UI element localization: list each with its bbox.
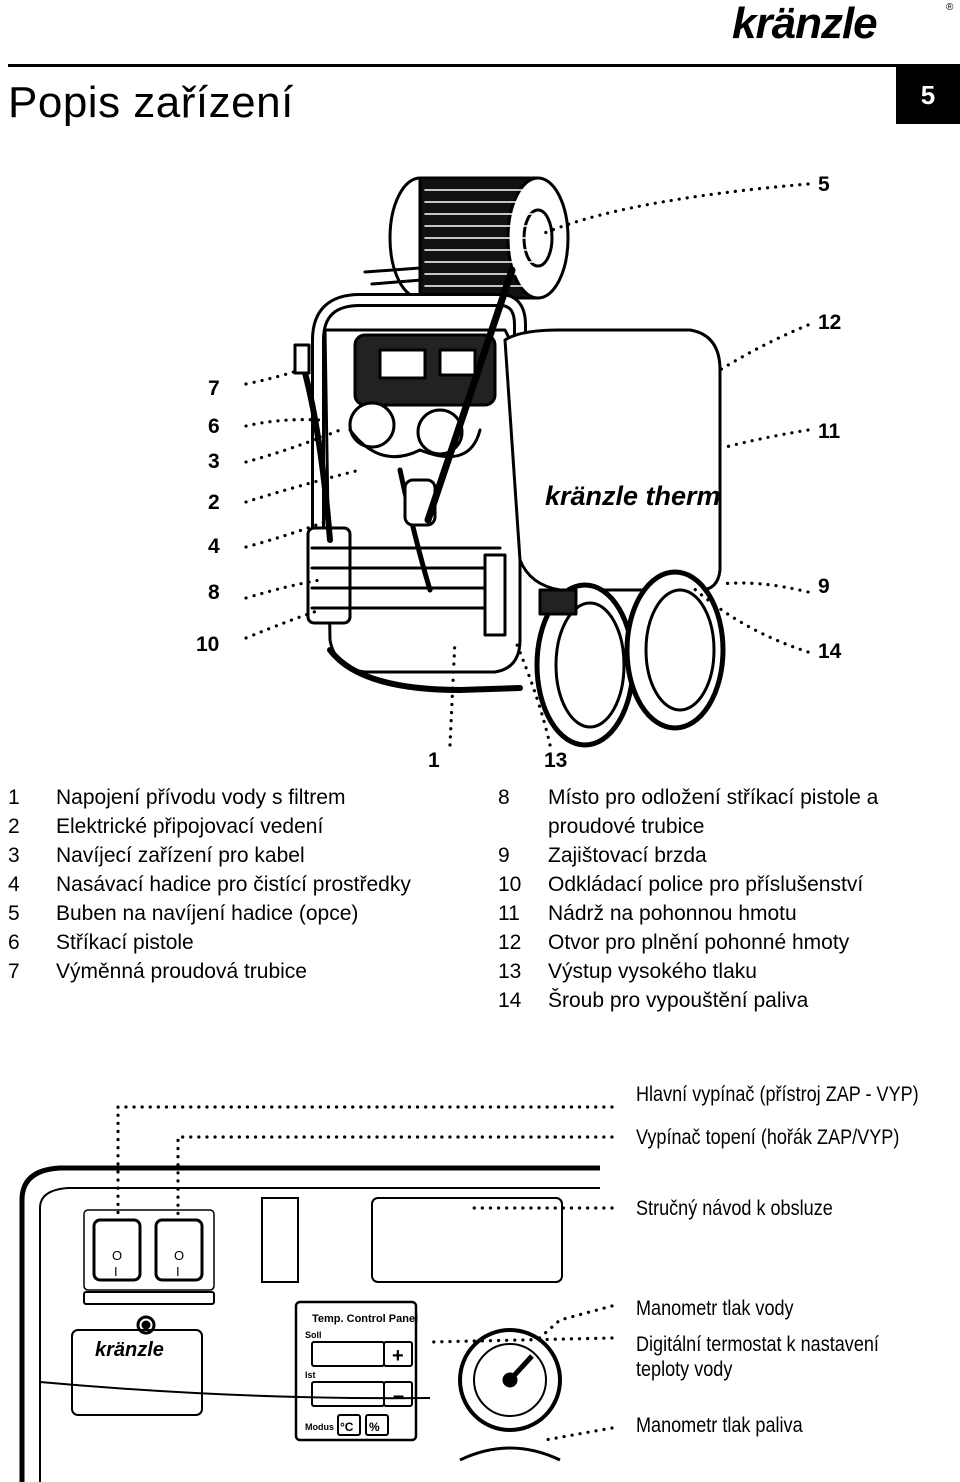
callout-4: 4 xyxy=(208,535,220,558)
callout-1: 1 xyxy=(428,749,440,772)
chapter-badge: 5 xyxy=(896,66,960,124)
panel-leaders xyxy=(116,1105,614,1442)
callout-10: 10 xyxy=(196,633,220,656)
control-panel-percent: % xyxy=(369,1420,380,1434)
control-panel-ist: Ist xyxy=(305,1370,316,1380)
control-panel-header: Temp. Control Panel xyxy=(312,1313,418,1325)
callout-leaders xyxy=(244,182,810,747)
label-burner-switch: Vypínač topení (hořák ZAP/VYP) xyxy=(636,1126,900,1149)
svg-text:®: ® xyxy=(946,2,954,13)
callout-3: 3 xyxy=(208,450,220,473)
label-quick-guide: Stručný návod k obsluze xyxy=(636,1197,833,1220)
burner-switch-on-mark: O xyxy=(174,1248,184,1263)
main-switch-on-mark: O xyxy=(112,1248,122,1263)
header-rule xyxy=(8,64,960,67)
callout-13: 13 xyxy=(544,749,568,772)
label-thermostat: Digitální termostat k nastavení teploty … xyxy=(636,1333,879,1382)
control-panel-celsius: °C xyxy=(340,1420,354,1434)
label-main-switch: Hlavní vypínač (přístroj ZAP - VYP) xyxy=(636,1083,919,1106)
page-title: Popis zařízení xyxy=(8,78,294,127)
callout-12: 12 xyxy=(818,311,842,334)
control-panel-soll: Soll xyxy=(305,1330,322,1340)
callout-8: 8 xyxy=(208,581,220,604)
callout-6: 6 xyxy=(208,415,220,438)
burner-switch-off-mark: I xyxy=(176,1264,180,1279)
machine-brand-text: kränzle therm xyxy=(545,481,721,511)
label-water-gauge: Manometr tlak vody xyxy=(636,1297,794,1320)
panel-brand-text: kränzle xyxy=(95,1339,164,1361)
hose-reel xyxy=(363,176,570,300)
control-panel-modus: Modus xyxy=(305,1422,334,1432)
control-panel-plus: + xyxy=(392,1345,404,1367)
callout-5: 5 xyxy=(818,173,830,196)
callout-7: 7 xyxy=(208,377,220,400)
main-switch-off-mark: I xyxy=(114,1264,118,1279)
control-panel-minus: – xyxy=(393,1385,404,1407)
callout-9: 9 xyxy=(818,575,830,598)
machine-illustration: kränzle therm xyxy=(293,176,726,748)
brand-logo-text: kränzle xyxy=(732,0,877,46)
callout-2: 2 xyxy=(208,491,220,514)
callout-14: 14 xyxy=(818,640,842,663)
brand-logo: kränzle ® xyxy=(730,0,960,51)
label-fuel-gauge: Manometr tlak paliva xyxy=(636,1414,803,1437)
control-panel-illustration: kränzle O I O I Temp. Control Panel Soll… xyxy=(19,1165,600,1482)
callout-11: 11 xyxy=(818,420,841,443)
